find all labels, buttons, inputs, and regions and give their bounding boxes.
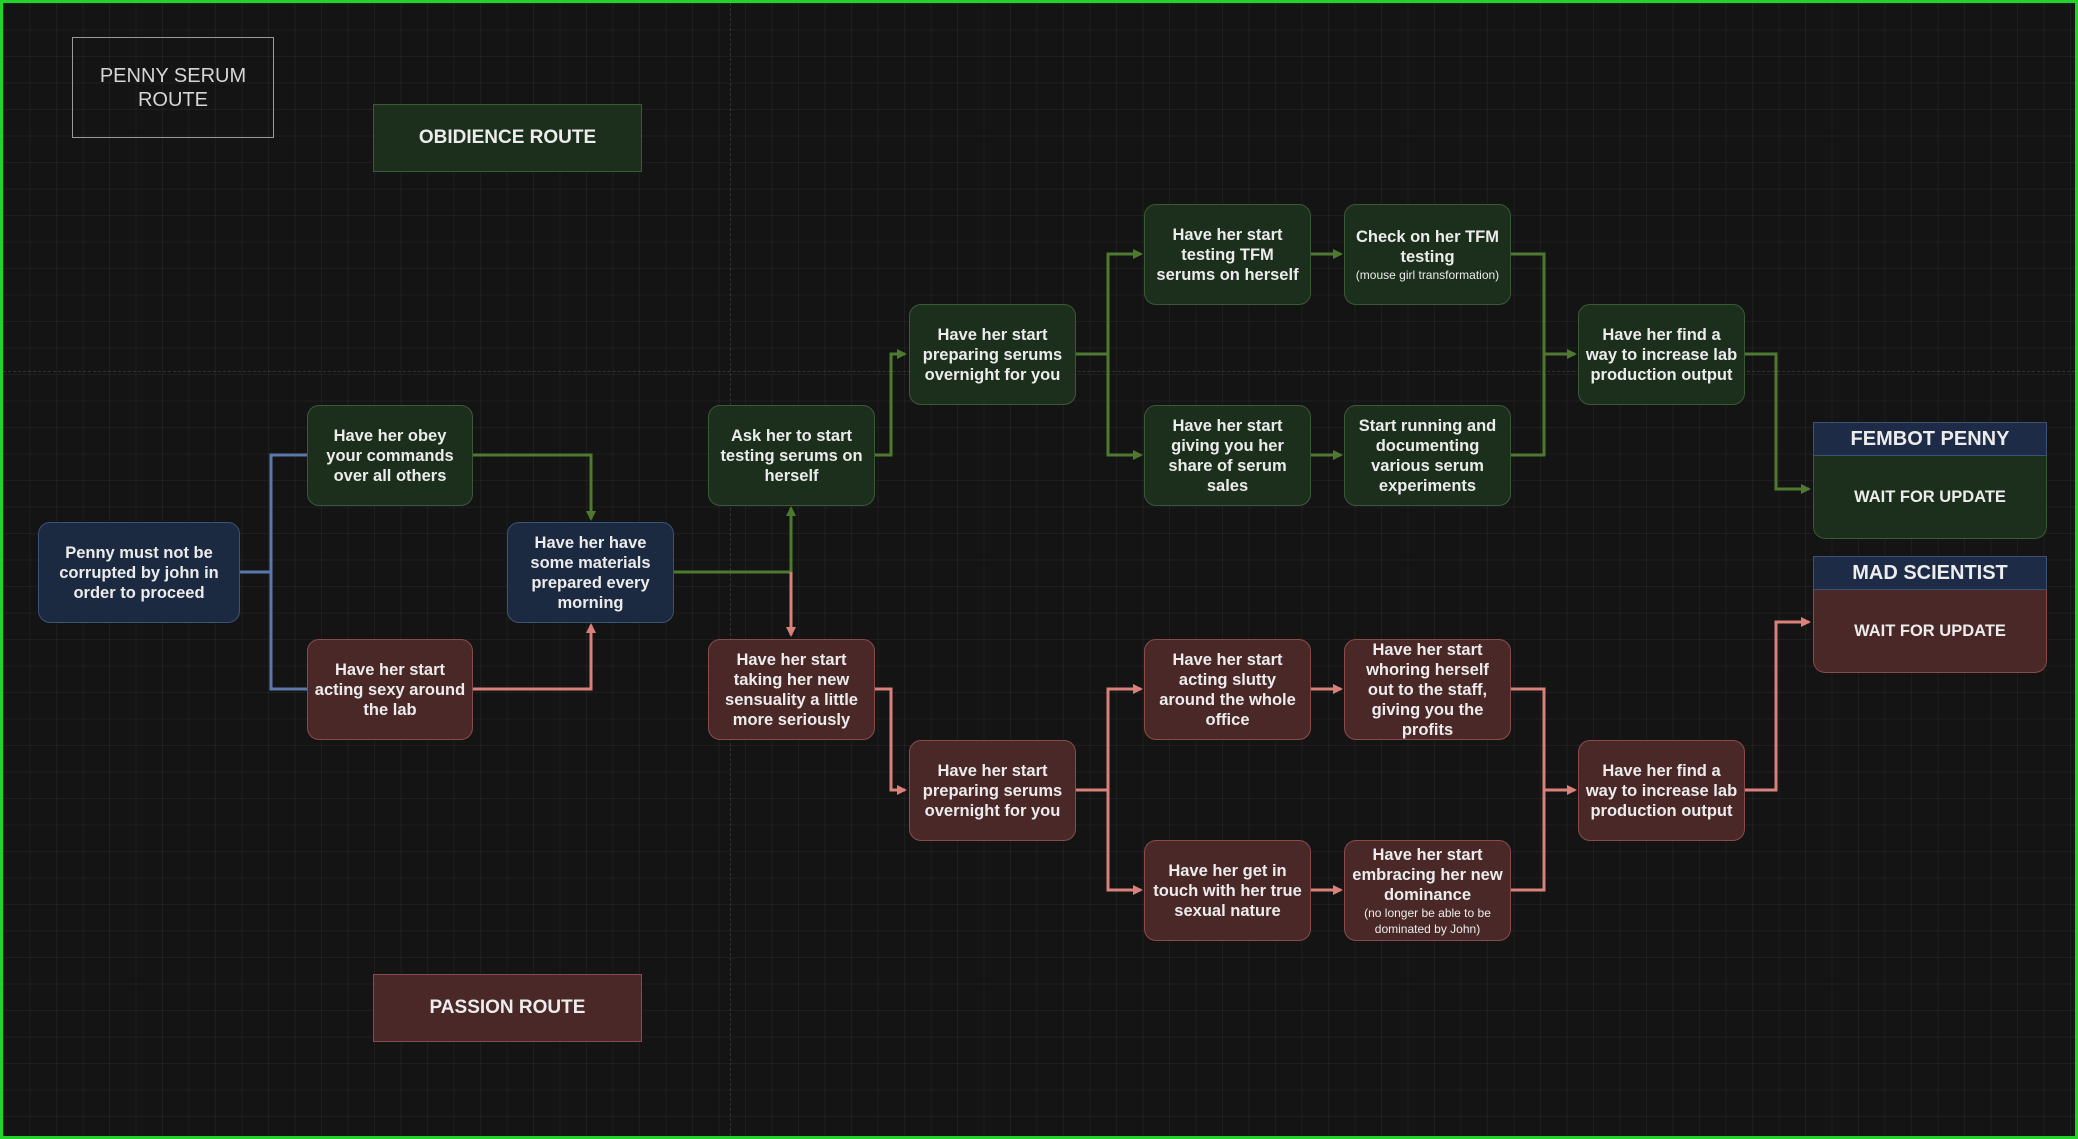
diagram-title-line-1: PENNY SERUM: [99, 64, 247, 87]
node-check-tfm-note: (mouse girl transformation): [1355, 267, 1500, 282]
edge-prepare-share: [1076, 352, 1143, 460]
edge-increase-fembot: [1745, 352, 1811, 494]
passion-route-label: PASSION ROUTE: [373, 974, 642, 1042]
ending-fembot-title: FEMBOT PENNY: [1813, 422, 2047, 456]
ending-mad-body: WAIT FOR UPDATE: [1813, 590, 2047, 673]
connector-layer: [240, 249, 1811, 895]
node-green-prepare[interactable]: Have her start preparing serums overnigh…: [909, 304, 1076, 405]
node-true-nature[interactable]: Have her get in touch with her true sexu…: [1144, 840, 1311, 941]
node-red-increase[interactable]: Have her find a way to increase lab prod…: [1578, 740, 1745, 841]
edge-check-increase: [1511, 252, 1577, 359]
ending-fembot-penny[interactable]: FEMBOT PENNY WAIT FOR UPDATE: [1813, 422, 2047, 539]
edge-start-sexy: [240, 570, 307, 691]
node-sexy[interactable]: Have her start acting sexy around the la…: [307, 639, 473, 740]
edge-sexy-materials: [473, 623, 596, 691]
ending-mad-scientist[interactable]: MAD SCIENTIST WAIT FOR UPDATE: [1813, 556, 2047, 673]
edge-start-obey: [240, 453, 307, 574]
edge-increase-mad: [1745, 617, 1811, 792]
edge-document-increase: [1511, 354, 1546, 457]
obidience-route-label: OBIDIENCE ROUTE: [373, 104, 642, 172]
node-slutty[interactable]: Have her start acting slutty around the …: [1144, 639, 1311, 740]
edge-obey-materials: [473, 453, 596, 521]
edge-dominance-increase: [1511, 790, 1546, 892]
node-materials[interactable]: Have her have some materials prepared ev…: [507, 522, 674, 623]
node-whoring[interactable]: Have her start whoring herself out to th…: [1344, 639, 1511, 740]
node-dominance[interactable]: Have her start embracing her new dominan…: [1344, 840, 1511, 941]
edge-prepare-slutty: [1076, 684, 1143, 792]
ending-fembot-body: WAIT FOR UPDATE: [1813, 456, 2047, 539]
edge-materials-ask: [674, 506, 796, 574]
diagram-title-line-2: ROUTE: [137, 88, 208, 111]
edge-whoring-increase: [1511, 687, 1577, 795]
node-tfm-testing[interactable]: Have her start testing TFM serums on her…: [1144, 204, 1311, 305]
page-guide-vertical: [730, 3, 731, 1136]
node-sensuality[interactable]: Have her start taking her new sensuality…: [708, 639, 875, 740]
node-green-increase[interactable]: Have her find a way to increase lab prod…: [1578, 304, 1745, 405]
node-dominance-note: (no longer be able to be dominated by Jo…: [1364, 905, 1491, 936]
node-share-sales[interactable]: Have her start giving you her share of s…: [1144, 405, 1311, 506]
edge-prepare-nature: [1076, 788, 1143, 895]
node-documenting[interactable]: Start running and documenting various se…: [1344, 405, 1511, 506]
node-obey[interactable]: Have her obey your commands over all oth…: [307, 405, 473, 506]
edge-prepare-tfm: [1076, 249, 1143, 356]
node-dominance-text: Have her start embracing her new dominan…: [1352, 845, 1503, 904]
node-check-tfm[interactable]: Check on her TFM testing (mouse girl tra…: [1344, 204, 1511, 305]
node-red-prepare[interactable]: Have her start preparing serums overnigh…: [909, 740, 1076, 841]
diagram-title: PENNY SERUM ROUTE: [72, 37, 274, 138]
ending-mad-title: MAD SCIENTIST: [1813, 556, 2047, 590]
node-ask-testing[interactable]: Ask her to start testing serums on herse…: [708, 405, 875, 506]
node-start[interactable]: Penny must not be corrupted by john in o…: [38, 522, 240, 623]
node-check-tfm-text: Check on her TFM testing: [1355, 227, 1499, 266]
